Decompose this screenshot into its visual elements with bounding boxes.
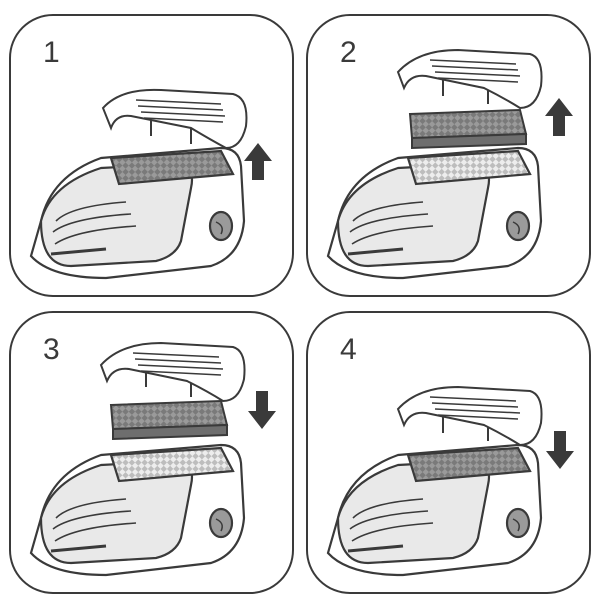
step-panel-1: 1	[9, 14, 294, 297]
arrow-up-icon	[244, 143, 272, 180]
filter-icon	[109, 399, 229, 441]
device-icon	[29, 146, 246, 280]
device-icon	[326, 146, 543, 280]
arrow-down-icon	[248, 391, 276, 429]
cover-icon	[99, 341, 246, 403]
device-icon	[326, 443, 543, 577]
step-panel-3: 3	[9, 311, 294, 594]
step-illustration	[29, 341, 276, 577]
step-illustration	[326, 48, 573, 280]
cover-icon	[101, 88, 248, 150]
step-number: 2	[340, 36, 357, 69]
step-number: 3	[43, 333, 60, 366]
cover-icon	[396, 48, 543, 110]
step-number: 1	[43, 36, 60, 69]
filter-icon	[408, 108, 528, 150]
step-illustration	[326, 385, 574, 577]
arrow-up-icon	[545, 98, 573, 136]
arrow-down-icon	[546, 431, 574, 469]
device-icon	[29, 443, 246, 577]
step-number: 4	[340, 333, 357, 366]
step-illustration	[29, 88, 272, 280]
cover-icon	[396, 385, 543, 447]
step-panel-2: 2	[306, 14, 591, 297]
step-panel-4: 4	[306, 311, 591, 594]
filter-icon	[406, 446, 532, 483]
filter-icon	[109, 149, 235, 186]
